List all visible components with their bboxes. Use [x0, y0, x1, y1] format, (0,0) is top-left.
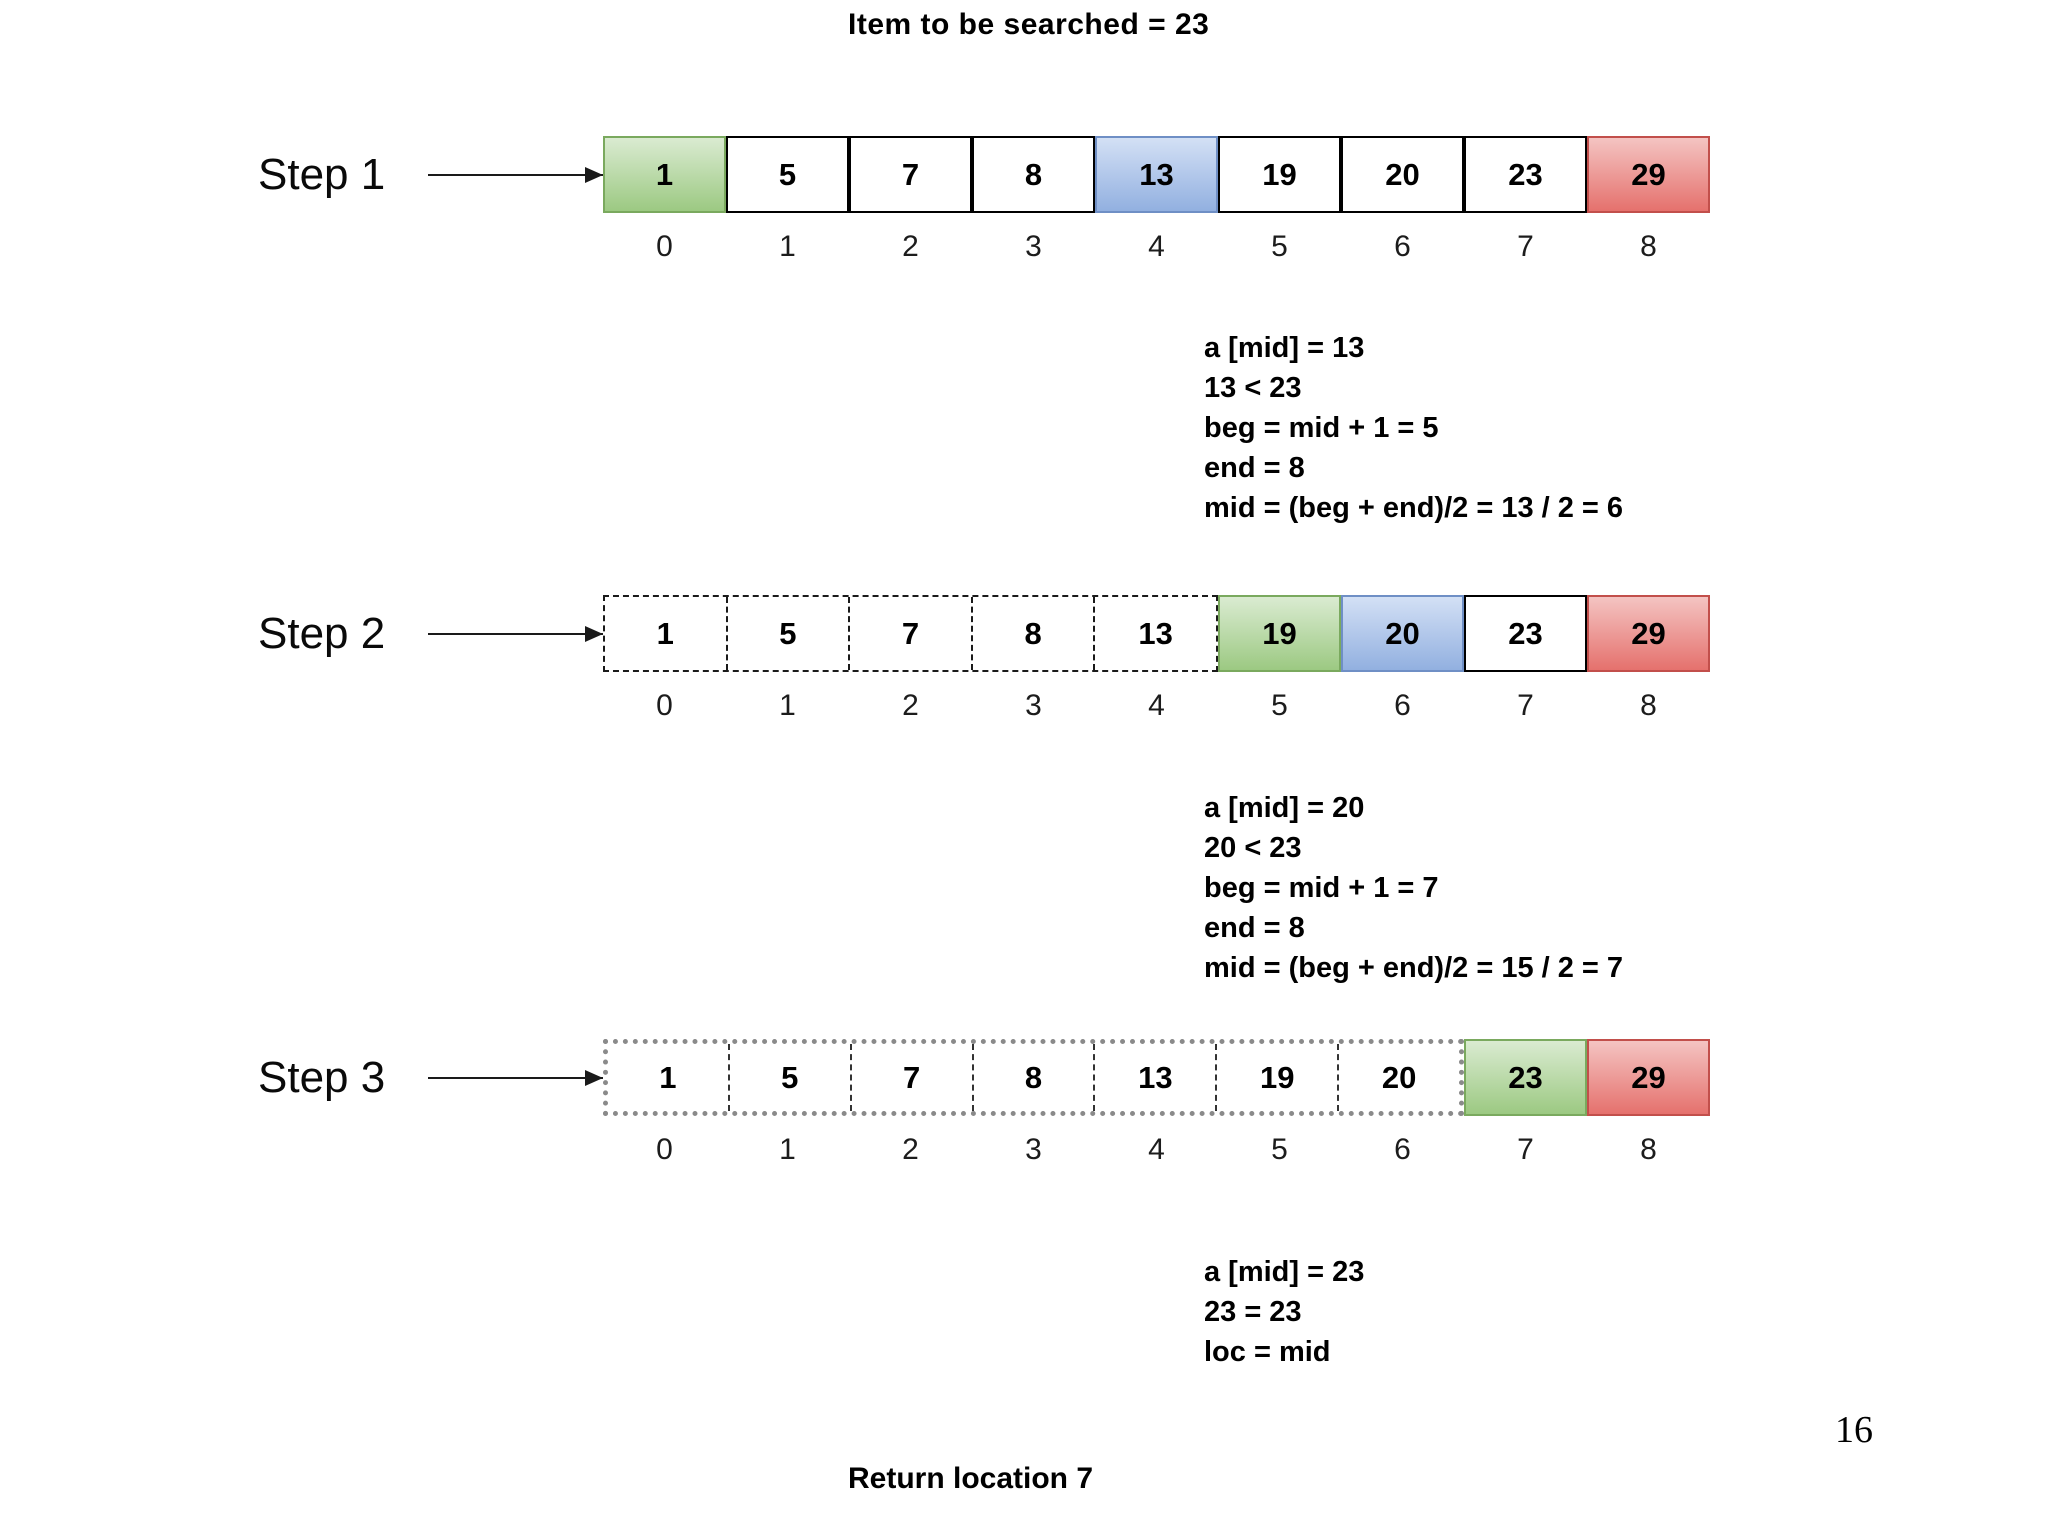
step-1-index-row: 0 1 2 3 4 5 6 7 8	[603, 230, 1710, 264]
index-label-8: 8	[1640, 1133, 1657, 1166]
array-cell-23: 23	[1464, 136, 1587, 213]
array-cell-19: 19	[1218, 595, 1341, 672]
step-3-label: Step 3	[258, 1052, 386, 1102]
array-cell-29: 29	[1587, 1039, 1710, 1116]
array-cell-13: 13	[1095, 136, 1218, 213]
note-line: loc = mid	[1204, 1336, 1331, 1368]
array-cell-1: 1	[608, 1044, 728, 1111]
index-label-2: 2	[902, 1133, 919, 1166]
return-location-text: Return location 7	[848, 1462, 1094, 1495]
index-label-3: 3	[1025, 689, 1042, 722]
index-label-7: 7	[1517, 230, 1534, 263]
array-cell-20: 20	[1337, 1044, 1460, 1111]
note-line: mid = (beg + end)/2 = 15 / 2 = 7	[1204, 952, 1624, 984]
array-cell-13: 13	[1093, 597, 1216, 670]
array-cell-29: 29	[1587, 136, 1710, 213]
array-cell-8: 8	[972, 136, 1095, 213]
array-cell-7: 7	[849, 1044, 972, 1111]
index-label-2: 2	[902, 230, 919, 263]
note-line: a [mid] = 20	[1204, 792, 1365, 824]
note-line: beg = mid + 1 = 7	[1204, 872, 1439, 904]
array-cell-7: 7	[848, 597, 971, 670]
array-cell-5: 5	[725, 597, 849, 670]
step-2-label: Step 2	[258, 608, 386, 658]
array-cell-20: 20	[1341, 595, 1464, 672]
index-label-3: 3	[1025, 230, 1042, 263]
slide-title: Item to be searched = 23	[848, 8, 1210, 41]
note-line: 13 < 23	[1204, 372, 1302, 404]
array-cell-23: 23	[1464, 1039, 1587, 1116]
index-label-1: 1	[779, 1133, 796, 1166]
array-cell-20: 20	[1341, 136, 1464, 213]
note-line: 23 = 23	[1204, 1296, 1302, 1328]
index-label-8: 8	[1640, 230, 1657, 263]
note-line: mid = (beg + end)/2 = 13 / 2 = 6	[1204, 492, 1624, 524]
index-label-5: 5	[1271, 230, 1288, 263]
index-label-7: 7	[1517, 1133, 1534, 1166]
step-3-index-row: 0 1 2 3 4 5 6 7 8	[603, 1133, 1710, 1167]
array-cell-5: 5	[727, 1044, 850, 1111]
array-cell-23: 23	[1464, 595, 1587, 672]
step-1-label: Step 1	[258, 149, 386, 199]
step-3-notes: a [mid] = 23 23 = 23 loc = mid	[1204, 1252, 1364, 1372]
step-2-index-row: 0 1 2 3 4 5 6 7 8	[603, 689, 1710, 723]
note-line: a [mid] = 23	[1204, 1256, 1365, 1288]
index-label-1: 1	[779, 689, 796, 722]
array-cell-19: 19	[1215, 1044, 1338, 1111]
note-line: beg = mid + 1 = 5	[1204, 412, 1439, 444]
array-cell-13: 13	[1093, 1044, 1216, 1111]
note-line: 20 < 23	[1204, 832, 1302, 864]
array-cell-7: 7	[849, 136, 972, 213]
array-cell-5: 5	[726, 136, 849, 213]
index-label-6: 6	[1394, 1133, 1411, 1166]
step-1-arrow-icon	[428, 173, 603, 176]
array-cell-8: 8	[970, 597, 1094, 670]
index-label-5: 5	[1271, 1133, 1288, 1166]
index-label-8: 8	[1640, 689, 1657, 722]
index-label-6: 6	[1394, 230, 1411, 263]
index-label-4: 4	[1148, 1133, 1165, 1166]
index-label-6: 6	[1394, 689, 1411, 722]
index-label-4: 4	[1148, 230, 1165, 263]
index-label-3: 3	[1025, 1133, 1042, 1166]
array-cell-1: 1	[603, 136, 726, 213]
step-1-notes: a [mid] = 13 13 < 23 beg = mid + 1 = 5 end …	[1204, 328, 1623, 528]
index-label-4: 4	[1148, 689, 1165, 722]
note-line: end = 8	[1204, 452, 1305, 484]
array-cell-8: 8	[971, 1044, 1094, 1111]
index-label-2: 2	[902, 689, 919, 722]
note-line: a [mid] = 13	[1204, 332, 1365, 364]
array-cell-19: 19	[1218, 136, 1341, 213]
step-2-arrow-icon	[428, 632, 603, 635]
array-cell-29: 29	[1587, 595, 1710, 672]
array-cell-1: 1	[605, 597, 726, 670]
index-label-1: 1	[779, 230, 796, 263]
step-2-notes: a [mid] = 20 20 < 23 beg = mid + 1 = 7 end …	[1204, 788, 1623, 988]
index-label-5: 5	[1271, 689, 1288, 722]
index-label-0: 0	[656, 1133, 673, 1166]
page-number: 16	[1835, 1409, 1873, 1451]
step-3-arrow-icon	[428, 1076, 603, 1079]
index-label-0: 0	[656, 230, 673, 263]
note-line: end = 8	[1204, 912, 1305, 944]
index-label-7: 7	[1517, 689, 1534, 722]
index-label-0: 0	[656, 689, 673, 722]
